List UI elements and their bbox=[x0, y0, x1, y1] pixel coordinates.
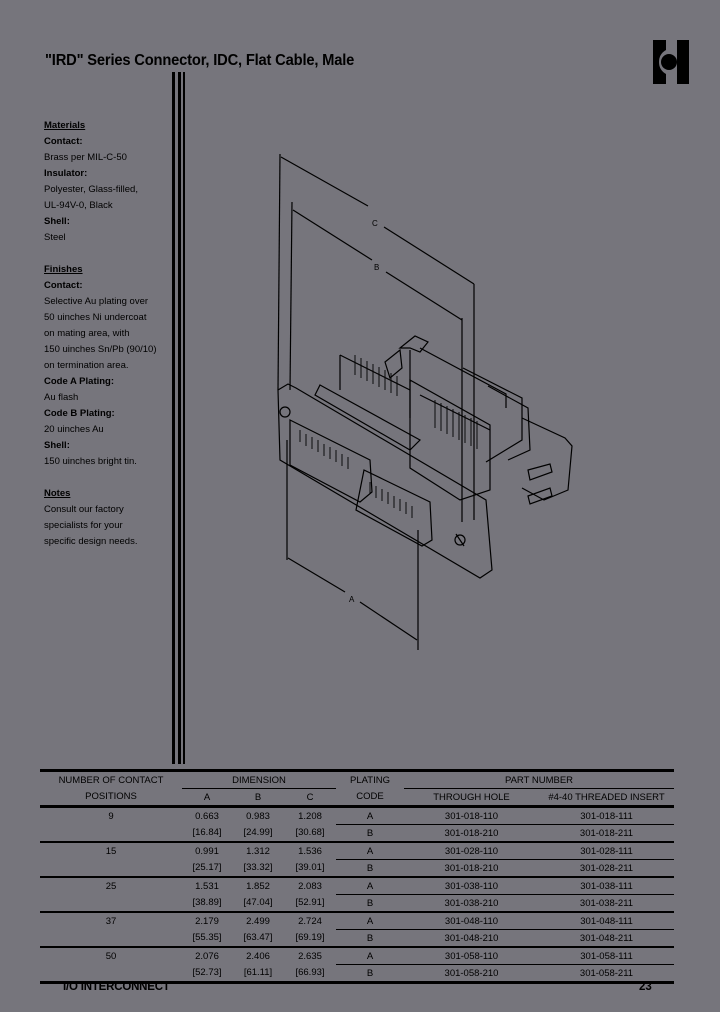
table-row: 9 0.663 0.983 1.208 A 301-018-110 301-01… bbox=[40, 806, 674, 825]
notes-line: Consult our factory bbox=[44, 504, 124, 515]
materials-heading: Materials bbox=[44, 120, 86, 131]
column-header-dim-c: C bbox=[284, 788, 336, 808]
table-row: 50 2.076 2.406 2.635 A 301-058-110 301-0… bbox=[40, 947, 674, 965]
notes-line: specific design needs. bbox=[44, 536, 138, 547]
materials-contact-value: Brass per MIL-C-50 bbox=[44, 152, 127, 163]
column-header-through-hole: THROUGH HOLE bbox=[404, 788, 539, 808]
finishes-contact-line: on mating area, with bbox=[44, 328, 130, 339]
table-row: 37 2.179 2.499 2.724 A 301-048-110 301-0… bbox=[40, 912, 674, 930]
code-b-plating-value: 20 uinches Au bbox=[44, 424, 104, 435]
table-row: 25 1.531 1.852 2.083 A 301-038-110 301-0… bbox=[40, 877, 674, 895]
column-header-dimension: DIMENSION bbox=[182, 769, 336, 789]
finishes-contact-line: Selective Au plating over bbox=[44, 296, 149, 307]
dimension-b-label: B bbox=[374, 263, 379, 272]
code-a-plating-label: Code A Plating: bbox=[44, 376, 115, 387]
insulator-value: Polyester, Glass-filled, bbox=[44, 184, 138, 195]
dimension-a-label: A bbox=[349, 595, 355, 604]
finishes-shell-label: Shell: bbox=[44, 440, 70, 451]
column-header: NUMBER OF CONTACT bbox=[40, 769, 182, 789]
page-number: 23 bbox=[639, 981, 652, 993]
table-row: [52.73] [61.11] [66.93] B 301-058-210 30… bbox=[40, 964, 674, 984]
notes-heading: Notes bbox=[44, 488, 71, 499]
connector-technical-drawing: C B A bbox=[277, 153, 573, 650]
column-header: POSITIONS bbox=[40, 788, 182, 808]
materials-shell-value: Steel bbox=[44, 232, 66, 243]
column-header-threaded-insert: #4-40 THREADED INSERT bbox=[539, 788, 674, 808]
decorative-vertical-rules bbox=[172, 72, 186, 764]
insulator-value: UL-94V-0, Black bbox=[44, 200, 113, 211]
column-header-dim-b: B bbox=[232, 788, 284, 808]
column-header-part-number: PART NUMBER bbox=[404, 769, 674, 789]
finishes-contact-line: on termination area. bbox=[44, 360, 129, 371]
part-number-table: NUMBER OF CONTACT DIMENSION PLATING PART… bbox=[40, 769, 674, 984]
materials-contact-label: Contact: bbox=[44, 136, 83, 147]
finishes-contact-line: 50 uinches Ni undercoat bbox=[44, 312, 147, 323]
page-title: "IRD" Series Connector, IDC, Flat Cable,… bbox=[45, 52, 355, 69]
table-row: 15 0.991 1.312 1.536 A 301-028-110 301-0… bbox=[40, 842, 674, 860]
footer-section-title: I/O INTERCONNECT bbox=[63, 981, 170, 993]
table-row: [55.35] [63.47] [69.19] B 301-048-210 30… bbox=[40, 929, 674, 948]
column-header: PLATING bbox=[336, 769, 404, 789]
specifications-sidebar: Materials Contact: Brass per MIL-C-50 In… bbox=[44, 118, 169, 550]
table-row: [16.84] [24.99] [30.68] B 301-018-210 30… bbox=[40, 824, 674, 843]
finishes-heading: Finishes bbox=[44, 264, 83, 275]
column-header-dim-a: A bbox=[182, 788, 232, 808]
table-row: [25.17] [33.32] [39.01] B 301-018-210 30… bbox=[40, 859, 674, 878]
code-b-plating-label: Code B Plating: bbox=[44, 408, 115, 419]
code-a-plating-value: Au flash bbox=[44, 392, 79, 403]
insulator-label: Insulator: bbox=[44, 168, 88, 179]
dimension-c-label: C bbox=[372, 219, 378, 228]
finishes-shell-value: 150 uinches bright tin. bbox=[44, 456, 137, 467]
finishes-contact-label: Contact: bbox=[44, 280, 83, 291]
materials-shell-label: Shell: bbox=[44, 216, 70, 227]
notes-line: specialists for your bbox=[44, 520, 123, 531]
company-logo-icon bbox=[653, 40, 689, 84]
column-header: CODE bbox=[336, 788, 404, 808]
table-row: [38.89] [47.04] [52.91] B 301-038-210 30… bbox=[40, 894, 674, 913]
finishes-contact-line: 150 uinches Sn/Pb (90/10) bbox=[44, 344, 157, 355]
